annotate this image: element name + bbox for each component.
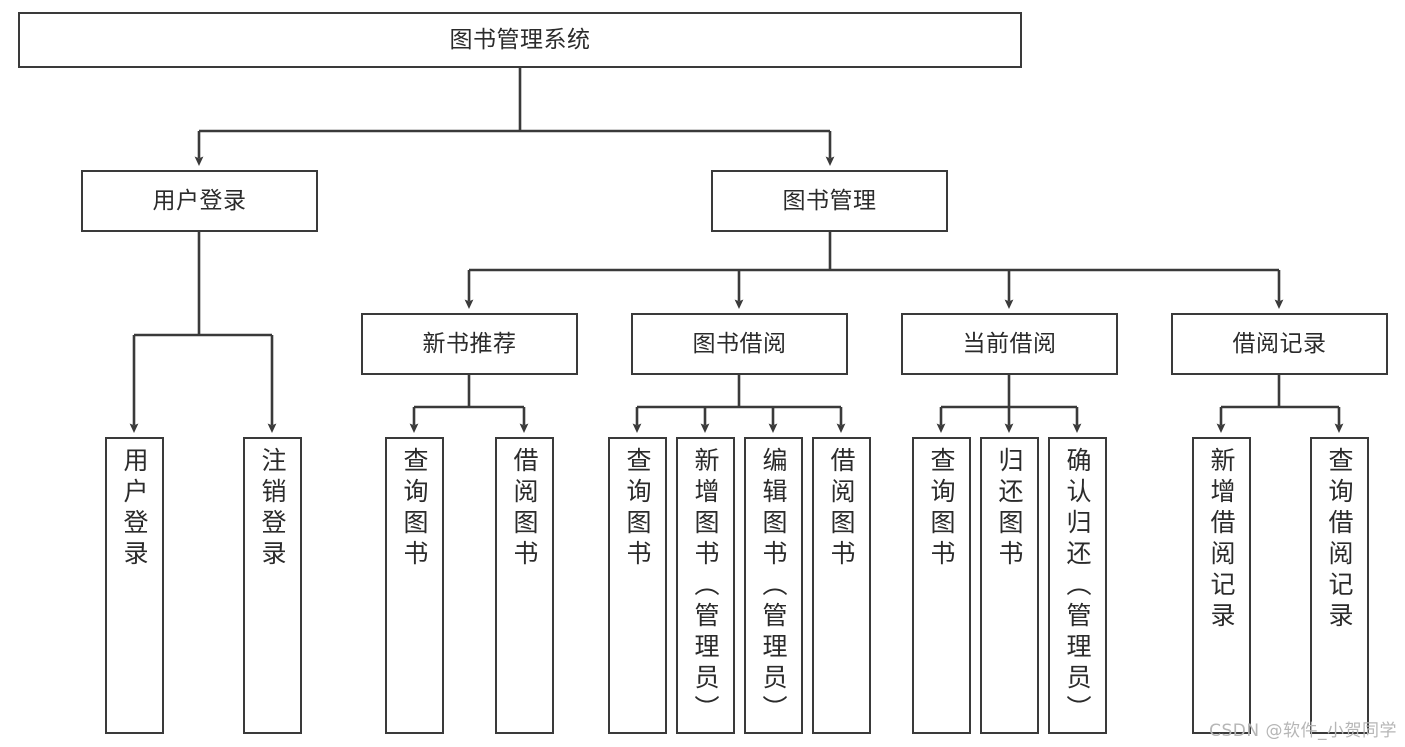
leaf-current-return-book[interactable]: 归还图书 (980, 437, 1039, 734)
node-label: 查询图书 (400, 447, 429, 571)
node-label: 图书借阅 (692, 330, 787, 357)
node-label: 编辑图书（管理员） (759, 447, 788, 726)
leaf-current-confirm-return[interactable]: 确认归还（管理员） (1048, 437, 1107, 734)
leaf-user-logout[interactable]: 注销登录 (243, 437, 302, 734)
node-label: 查询图书 (927, 447, 956, 571)
node-label: 借阅图书 (827, 447, 856, 571)
leaf-user-login[interactable]: 用户登录 (105, 437, 164, 734)
node-label: 用户登录 (120, 447, 149, 571)
node-label: 确认归还（管理员） (1063, 447, 1092, 726)
node-label: 借阅记录 (1232, 330, 1327, 357)
leaf-newbook-borrow-book[interactable]: 借阅图书 (495, 437, 554, 734)
leaf-current-query-book[interactable]: 查询图书 (912, 437, 971, 734)
node-book-borrow[interactable]: 图书借阅 (631, 313, 848, 375)
leaf-record-add-record[interactable]: 新增借阅记录 (1192, 437, 1251, 734)
node-label: 注销登录 (258, 447, 287, 571)
leaf-borrow-borrow-book[interactable]: 借阅图书 (812, 437, 871, 734)
node-borrow-record[interactable]: 借阅记录 (1171, 313, 1388, 375)
node-label: 新增借阅记录 (1207, 447, 1236, 633)
leaf-record-query-record[interactable]: 查询借阅记录 (1310, 437, 1369, 734)
csdn-watermark: CSDN @软件_小贺同学 (1209, 721, 1397, 741)
node-label: 图书管理系统 (449, 26, 591, 53)
leaf-borrow-add-book[interactable]: 新增图书（管理员） (676, 437, 735, 734)
node-label: 借阅图书 (510, 447, 539, 571)
node-user-login[interactable]: 用户登录 (81, 170, 318, 232)
leaf-borrow-query-book[interactable]: 查询图书 (608, 437, 667, 734)
node-label: 归还图书 (995, 447, 1024, 571)
node-new-book-recommend[interactable]: 新书推荐 (361, 313, 578, 375)
node-label: 查询图书 (623, 447, 652, 571)
node-root-system[interactable]: 图书管理系统 (18, 12, 1022, 68)
leaf-newbook-query-book[interactable]: 查询图书 (385, 437, 444, 734)
node-label: 用户登录 (152, 187, 247, 214)
node-label: 查询借阅记录 (1325, 447, 1354, 633)
node-current-borrow[interactable]: 当前借阅 (901, 313, 1118, 375)
node-book-management[interactable]: 图书管理 (711, 170, 948, 232)
node-label: 新增图书（管理员） (691, 447, 720, 726)
leaf-borrow-edit-book[interactable]: 编辑图书（管理员） (744, 437, 803, 734)
node-label: 当前借阅 (962, 330, 1057, 357)
node-label: 图书管理 (782, 187, 877, 214)
node-label: 新书推荐 (422, 330, 517, 357)
